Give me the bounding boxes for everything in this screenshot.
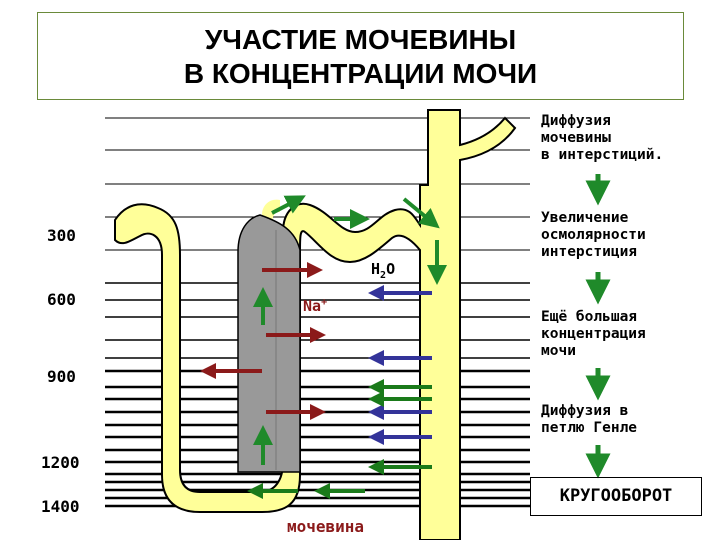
thick-ascending-limb xyxy=(237,214,301,473)
water-arrows xyxy=(368,285,432,445)
loop-of-henle xyxy=(114,109,517,540)
flow-arrow xyxy=(271,195,306,215)
title-line-2: В КОНЦЕНТРАЦИИ МОЧИ xyxy=(183,58,538,89)
step-osmolarity-increase: Увеличение осмолярности интерстиция xyxy=(541,210,646,260)
sodium-label: Na+ xyxy=(303,297,327,315)
step-urea-diffusion-interstitium: Диффузия мочевины в интерстиций. xyxy=(541,113,664,163)
title-line-1: УЧАСТИЕ МОЧЕВИНЫ xyxy=(204,24,517,55)
urea-arrows xyxy=(247,379,432,499)
scale-label-1200: 1200 xyxy=(41,453,80,472)
nephron-tubule xyxy=(114,109,517,540)
title-box: УЧАСТИЕ МОЧЕВИНЫ В КОНЦЕНТРАЦИИ МОЧИ xyxy=(37,12,684,100)
water-label: H2O xyxy=(371,260,395,281)
urea-label: мочевина xyxy=(287,517,364,536)
step-diffusion-into-loop: Диффузия в петлю Генле xyxy=(541,403,638,436)
scale-label-900: 900 xyxy=(47,367,76,386)
flow-arrow xyxy=(402,197,440,229)
scale-label-300: 300 xyxy=(47,226,76,245)
step-urine-concentration: Ещё большая концентрация мочи xyxy=(541,309,646,359)
scale-label-1400: 1400 xyxy=(41,497,80,516)
final-step-box: КРУГООБОРОТ xyxy=(530,477,702,516)
flow-arrows xyxy=(253,195,447,465)
sodium-arrows xyxy=(200,262,326,420)
scale-label-600: 600 xyxy=(47,290,76,309)
